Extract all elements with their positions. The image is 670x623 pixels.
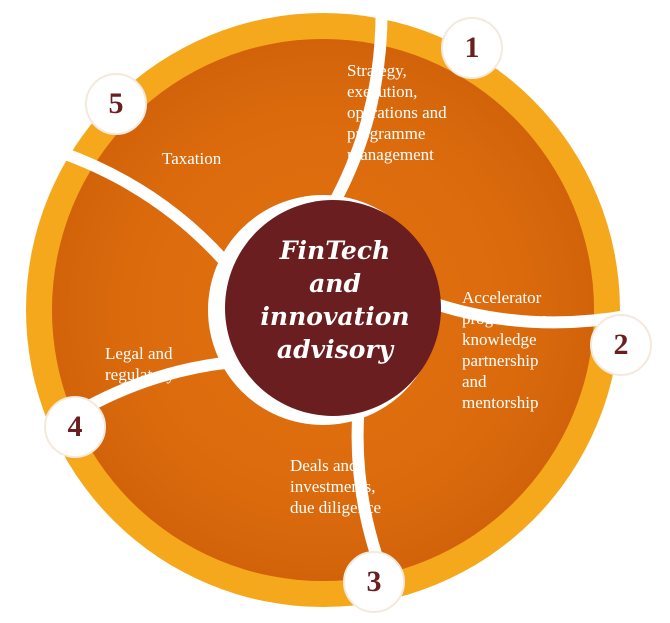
segment-4-line: regulatory — [105, 365, 175, 384]
segment-3-line: due diligence — [290, 498, 382, 517]
segment-1-label: Strategy, execution, operations and prog… — [347, 60, 447, 165]
segment-divider — [326, 2, 388, 213]
center-title-line: and — [309, 269, 361, 298]
segment-1-number: 1 — [464, 31, 480, 64]
segment-2-label: Accelerator programmes – knowledge partn… — [462, 287, 560, 413]
segment-2-line: and — [462, 372, 487, 391]
segment-1-line: management — [347, 145, 434, 164]
segment-1-line: programme — [347, 124, 426, 143]
number-badge-1 — [441, 17, 503, 79]
segment-5-label: Taxation — [162, 148, 221, 169]
segment-2-line: Accelerator — [462, 288, 542, 307]
segment-4-label: Legal and regulatory — [105, 343, 175, 385]
center-title-line: innovation — [260, 302, 410, 331]
segment-3-line: investments, — [290, 477, 376, 496]
segment-2-number: 2 — [613, 328, 629, 361]
number-badge-4 — [44, 396, 106, 458]
segment-3-number: 3 — [366, 565, 382, 598]
number-badge-5 — [85, 73, 147, 135]
segment-2-line: mentorship — [462, 393, 539, 412]
segment-4-line: Legal and — [105, 344, 173, 363]
center-circle — [225, 200, 441, 416]
segment-5-number: 5 — [108, 87, 124, 120]
segment-2-line: programmes – — [462, 309, 560, 328]
segment-2-line: partnership — [462, 351, 539, 370]
center-title: FinTech and innovation advisory — [230, 234, 440, 366]
center-title-line: advisory — [276, 335, 394, 364]
segment-1-line: execution, — [347, 82, 418, 101]
number-badge-3 — [343, 551, 405, 613]
segment-1-line: operations and — [347, 103, 447, 122]
segment-1-line: Strategy, — [347, 61, 407, 80]
segment-3-line: Deals and — [290, 456, 358, 475]
number-badge-2 — [590, 314, 652, 376]
segment-2-line: knowledge — [462, 330, 537, 349]
segment-5-line: Taxation — [162, 149, 222, 168]
segment-divider — [53, 145, 235, 272]
segment-4-number: 4 — [67, 410, 83, 443]
center-title-line: FinTech — [279, 236, 391, 265]
segment-3-label: Deals and investments, due diligence — [290, 455, 381, 518]
